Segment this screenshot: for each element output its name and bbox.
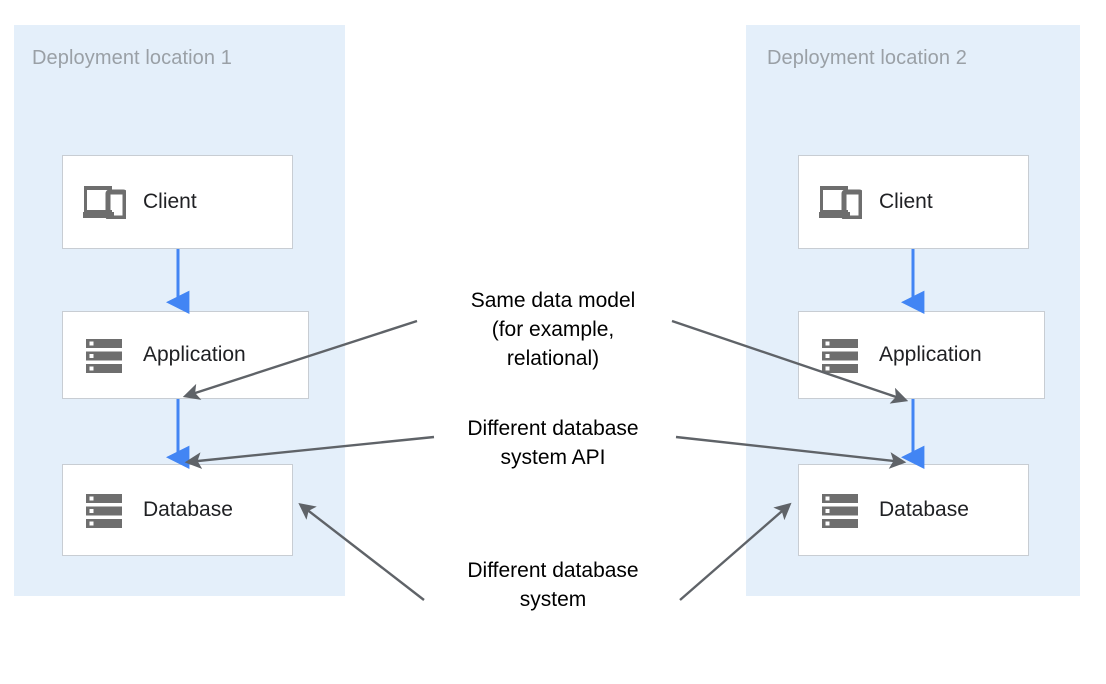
node-client-1[interactable]: Client [62,155,293,249]
node-database-1[interactable]: Database [62,464,293,556]
node-database-2[interactable]: Database [798,464,1029,556]
node-client-1-label: Client [143,190,197,213]
deployment-zone-1-title: Deployment location 1 [32,47,232,69]
annotation-db-system: Different database system [467,559,639,611]
server-icon [81,332,127,378]
node-application-1-label: Application [143,343,246,366]
node-application-1[interactable]: Application [62,311,309,399]
devices-icon [817,179,863,225]
annotation-db-api: Different database system API [467,417,639,469]
node-database-2-label: Database [879,498,969,521]
node-database-1-label: Database [143,498,233,521]
node-application-2[interactable]: Application [798,311,1045,399]
server-icon [817,487,863,533]
annotation-data-model: Same data model (for example, relational… [470,289,636,370]
server-icon [81,487,127,533]
deployment-zone-2-title: Deployment location 2 [767,47,967,69]
node-client-2-label: Client [879,190,933,213]
node-client-2[interactable]: Client [798,155,1029,249]
devices-icon [81,179,127,225]
server-icon [817,332,863,378]
node-application-2-label: Application [879,343,982,366]
